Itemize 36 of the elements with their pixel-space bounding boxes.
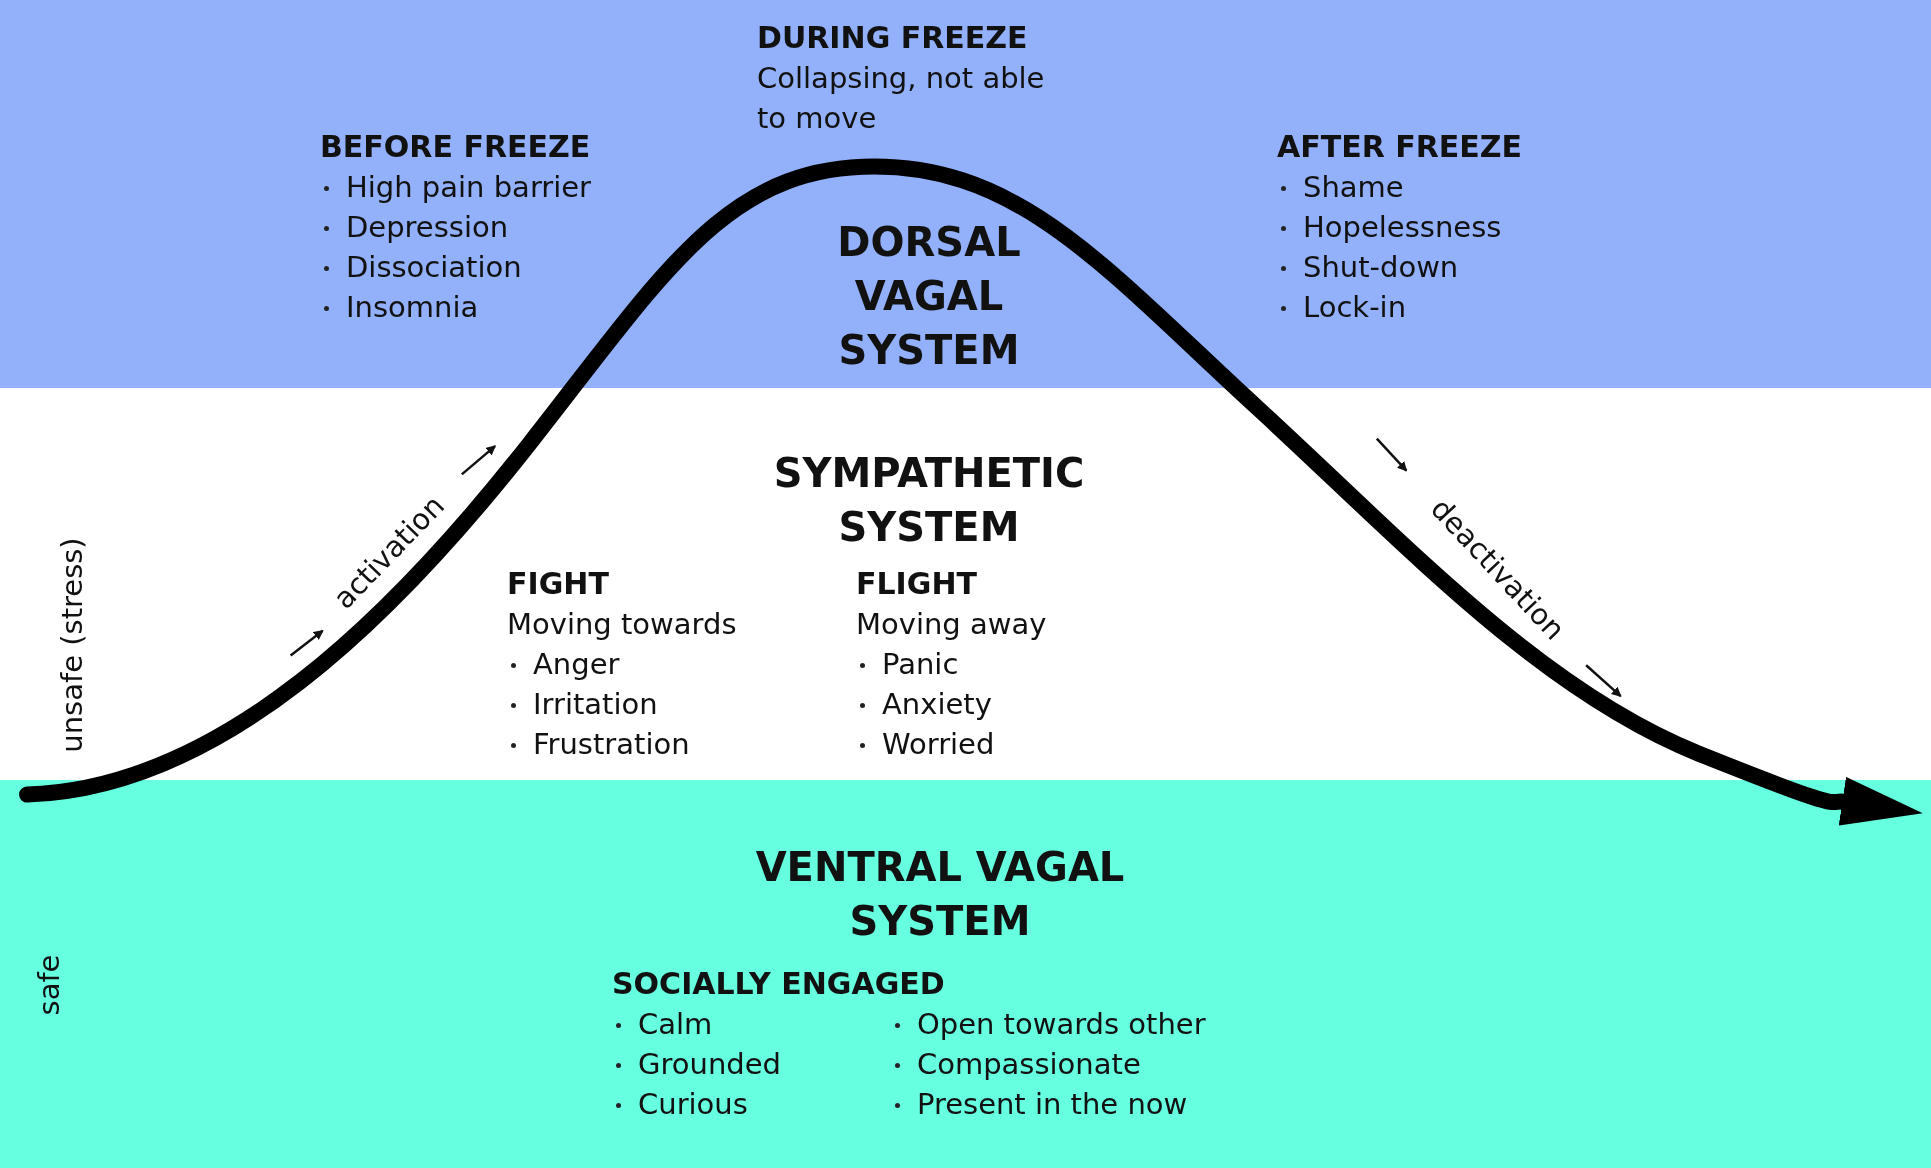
bullet-item: Hopelessness bbox=[1277, 207, 1502, 247]
bullet-item: Insomnia bbox=[320, 287, 479, 327]
bullet-item: Panic bbox=[856, 644, 959, 684]
bullet-item: Compassionate bbox=[890, 1044, 1141, 1084]
section-heading: FLIGHT bbox=[856, 565, 977, 603]
bullet-item: Open towards other bbox=[890, 1004, 1206, 1044]
zone-title: SYMPATHETIC SYSTEM bbox=[772, 449, 1086, 552]
bullet-item: Anger bbox=[507, 644, 620, 684]
section-heading: FIGHT bbox=[507, 565, 609, 603]
section-heading: AFTER FREEZE bbox=[1277, 128, 1523, 166]
section-heading: BEFORE FREEZE bbox=[320, 128, 591, 166]
zone-band bbox=[0, 780, 1931, 1168]
bullet-item: High pain barrier bbox=[320, 167, 592, 207]
zone-title: DORSAL VAGAL SYSTEM bbox=[836, 218, 1022, 375]
bullet-item: Shame bbox=[1277, 167, 1404, 207]
bullet-item: Calm bbox=[612, 1004, 713, 1044]
axis-label: safe bbox=[31, 954, 68, 1016]
bullet-item: Shut-down bbox=[1277, 247, 1459, 287]
bullet-item: Frustration bbox=[507, 724, 690, 764]
description-text: Collapsing, not able to move bbox=[757, 60, 1046, 137]
zone-band bbox=[0, 0, 1931, 388]
section-heading: SOCIALLY ENGAGED bbox=[612, 965, 945, 1003]
bullet-item: Dissociation bbox=[320, 247, 522, 287]
bullet-item: Curious bbox=[612, 1084, 748, 1124]
description-text: Moving towards bbox=[507, 606, 737, 643]
bullet-item: Worried bbox=[856, 724, 995, 764]
bullet-item: Present in the now bbox=[890, 1084, 1188, 1124]
description-text: Moving away bbox=[856, 606, 1047, 643]
bullet-item: Depression bbox=[320, 207, 509, 247]
bullet-item: Irritation bbox=[507, 684, 658, 724]
bullet-item: Grounded bbox=[612, 1044, 781, 1084]
bullet-item: Anxiety bbox=[856, 684, 992, 724]
bullet-item: Lock-in bbox=[1277, 287, 1407, 327]
axis-label: unsafe (stress) bbox=[53, 537, 90, 753]
section-heading: DURING FREEZE bbox=[757, 19, 1028, 57]
zone-title: VENTRAL VAGAL SYSTEM bbox=[754, 843, 1126, 946]
